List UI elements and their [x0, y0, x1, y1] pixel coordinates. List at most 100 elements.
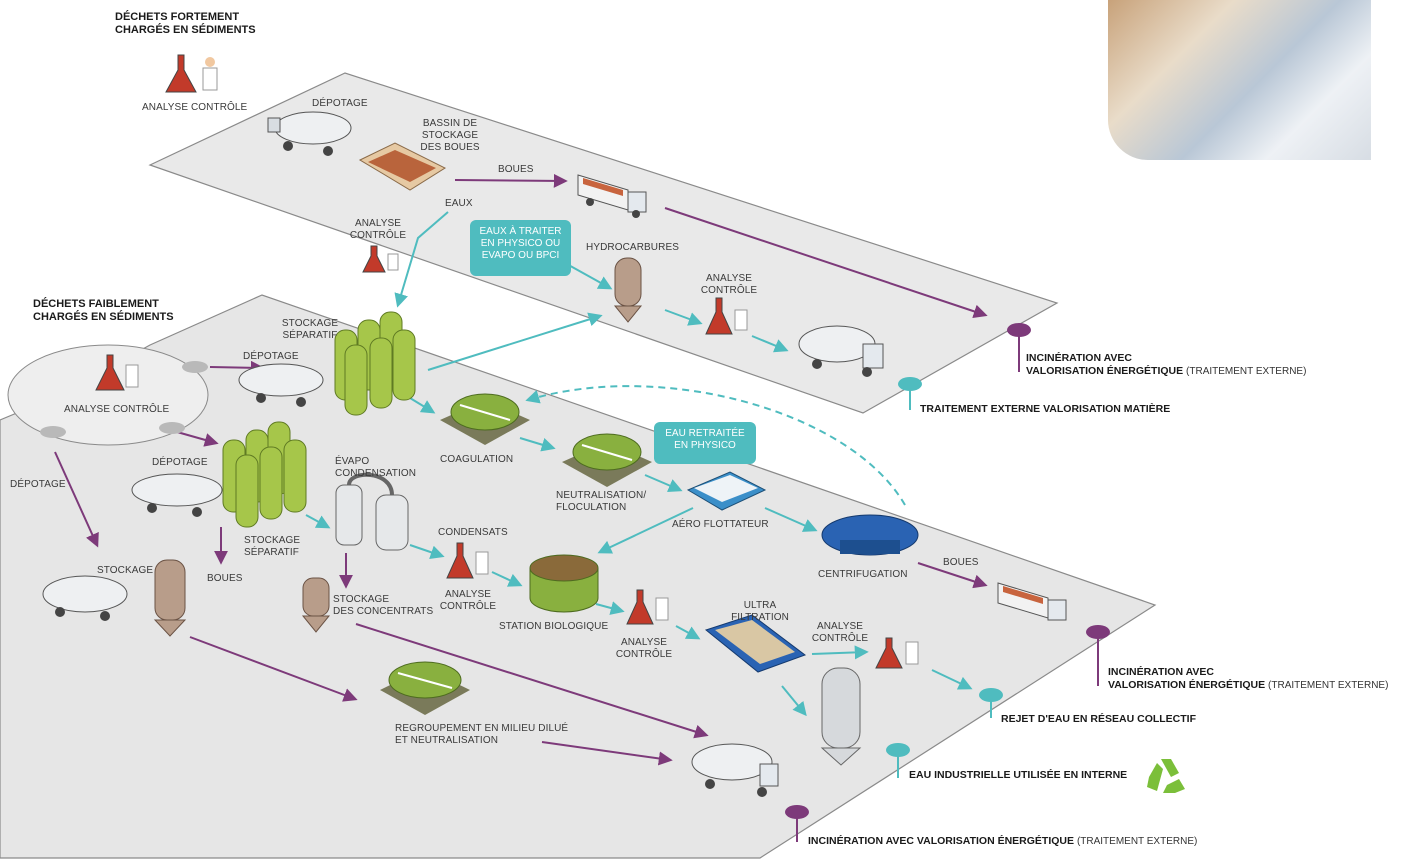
label-regroupement: REGROUPEMENT EN MILIEU DILUÉ ET NEUTRALI…	[395, 723, 569, 746]
label-hydrocarbures: HYDROCARBURES	[586, 242, 679, 253]
tanker-icon	[131, 473, 223, 517]
arrow-analyse-rejet	[931, 669, 973, 690]
label-depotage-top: DÉPOTAGE	[312, 98, 368, 109]
neutralisation-tank	[562, 433, 652, 487]
arrow-centri-boues	[917, 562, 988, 589]
arrow-hydro-analyse	[664, 309, 703, 326]
arrow-conc-truck	[355, 623, 709, 739]
output-incineration-1-main: INCINÉRATION AVEC VALORISATION ÉNERGÉTIQ…	[1026, 352, 1184, 377]
arrow-analyse-truck	[751, 335, 789, 353]
truck-icon	[577, 174, 647, 218]
coagulation-tank	[440, 393, 530, 445]
output-incineration-2-main: INCINÉRATION AVEC VALORISATION ÉNERGÉTIQ…	[1108, 666, 1266, 691]
silo-group-2	[222, 421, 307, 528]
label-analyse-mid: ANALYSE CONTRÔLE	[349, 218, 407, 241]
silo-icon	[301, 577, 331, 633]
label-boues-top: BOUES	[498, 164, 534, 175]
output-incineration-1-ext: (TRAITEMENT EXTERNE)	[1186, 366, 1307, 377]
label-depotage-mid: DÉPOTAGE	[243, 351, 299, 362]
label-station-bio: STATION BIOLOGIQUE	[499, 621, 609, 632]
label-analyse-bio: ANALYSE CONTRÔLE	[615, 637, 673, 660]
label-evapo: ÉVAPO CONDENSATION	[335, 456, 417, 479]
aero-flotteur-icon	[686, 471, 767, 511]
arrow-evapo-cond	[409, 544, 445, 559]
arrow-stockage-regroup	[189, 636, 358, 702]
label-stockage-sep2: STOCKAGE SÉPARATIF	[244, 535, 301, 558]
silo-group-1	[334, 311, 416, 416]
label-stockage-sep1: STOCKAGE SÉPARATIF	[281, 318, 339, 341]
arrow-box-hydro	[564, 262, 613, 290]
label-ultra: ULTRA FILTRATION	[731, 600, 789, 623]
sludge-basin-icon	[358, 142, 447, 191]
label-depotage-left: DÉPOTAGE	[10, 479, 66, 490]
output-incineration-1: INCINÉRATION AVEC VALORISATION ÉNERGÉTIQ…	[1026, 352, 1306, 378]
lab-flask-icon	[705, 297, 748, 335]
lab-flask-icon	[95, 354, 139, 391]
label-analyse-ultra: ANALYSE CONTRÔLE	[811, 621, 869, 644]
silo-icon	[613, 257, 643, 323]
output-incineration-3-ext: (TRAITEMENT EXTERNE)	[1076, 836, 1198, 847]
silo-icon	[820, 667, 862, 766]
label-analyse-top: ANALYSE CONTRÔLE	[142, 102, 248, 113]
lab-photo	[1108, 0, 1371, 160]
lab-flask-icon	[446, 542, 489, 579]
centrifuge-icon	[821, 514, 919, 556]
lab-flask-icon	[626, 589, 669, 625]
ultrafiltration-icon	[704, 614, 807, 673]
arrow-truck-incin1	[664, 207, 988, 319]
output-incineration-3-main: INCINÉRATION AVEC VALORISATION ÉNERGÉTIQ…	[808, 835, 1075, 847]
arrow-depotage-left	[54, 451, 99, 548]
truck-icon	[997, 582, 1067, 621]
arrow-ultra-silo	[781, 685, 807, 717]
output-eau-industrielle: EAU INDUSTRIELLE UTILISÉE EN INTERNE	[909, 769, 1128, 781]
lab-flask-icon	[362, 245, 399, 273]
lab-flask-icon	[875, 637, 919, 669]
tanker-icon	[798, 325, 884, 377]
evaporator-icon	[335, 472, 409, 551]
arrow-analyse-ultra	[675, 625, 701, 640]
section-high-sediment: DÉCHETS FORTEMENT CHARGÉS EN SÉDIMENTS	[115, 11, 256, 36]
arrow-aero-centri	[764, 507, 818, 532]
station-biologique-icon	[529, 554, 599, 613]
box-eau-retraitee: EAU RETRAITÉE EN PHYSICO	[654, 422, 756, 464]
box-eaux-a-traiter: EAUX À TRAITER EN PHYSICO OU EVAPO OU BP…	[470, 220, 571, 276]
label-boues-right: BOUES	[943, 557, 979, 568]
arrow-ultra-analyse	[811, 645, 869, 660]
label-analyse-hc: ANALYSE CONTRÔLE	[700, 273, 758, 296]
output-incineration-2: INCINÉRATION AVEC VALORISATION ÉNERGÉTIQ…	[1108, 666, 1388, 692]
bubble-dot	[40, 426, 66, 438]
silo-icon	[153, 559, 187, 637]
analyse-bubble	[7, 344, 209, 446]
arrow-cond-bio	[491, 571, 523, 587]
pin-icon	[886, 743, 910, 778]
tanker-icon	[238, 363, 324, 407]
label-depotage-low: DÉPOTAGE	[152, 457, 208, 468]
bubble-dot	[159, 422, 185, 434]
label-coagulation: COAGULATION	[440, 454, 514, 465]
arrow-coag-neutra	[519, 437, 556, 452]
label-aero: AÉRO FLOTTATEUR	[672, 519, 769, 530]
lab-flask-icon	[165, 54, 218, 93]
arrow-sep2-evapo	[305, 514, 331, 529]
tanker-icon	[267, 111, 352, 156]
label-condensats: CONDENSATS	[438, 527, 508, 538]
arrow-neutra-aero	[644, 474, 683, 493]
label-eaux: EAUX	[445, 198, 473, 209]
label-centrifugation: CENTRIFUGATION	[818, 569, 908, 580]
arrow-sep-hydro	[427, 312, 603, 371]
label-bassin: BASSIN DE STOCKAGE DES BOUES	[420, 118, 480, 153]
section-low-sediment: DÉCHETS FAIBLEMENT CHARGÉS EN SÉDIMENTS	[33, 298, 174, 323]
bubble-dot	[182, 361, 208, 373]
pin-icon	[1007, 323, 1031, 372]
arrow-bio-analyse	[595, 601, 625, 615]
arrow-retraitee-dashed	[525, 385, 906, 506]
pin-icon	[785, 805, 809, 842]
label-analyse-cond: ANALYSE CONTRÔLE	[439, 589, 497, 612]
output-incineration-3: INCINÉRATION AVEC VALORISATION ÉNERGÉTIQ…	[808, 835, 1197, 848]
label-stockage-conc: STOCKAGE DES CONCENTRATS	[333, 594, 434, 617]
recycle-icon	[1147, 759, 1185, 793]
pin-icon	[1086, 625, 1110, 686]
label-boues-low: BOUES	[207, 573, 243, 584]
tanker-icon	[42, 575, 128, 621]
tanker-icon	[691, 743, 779, 797]
